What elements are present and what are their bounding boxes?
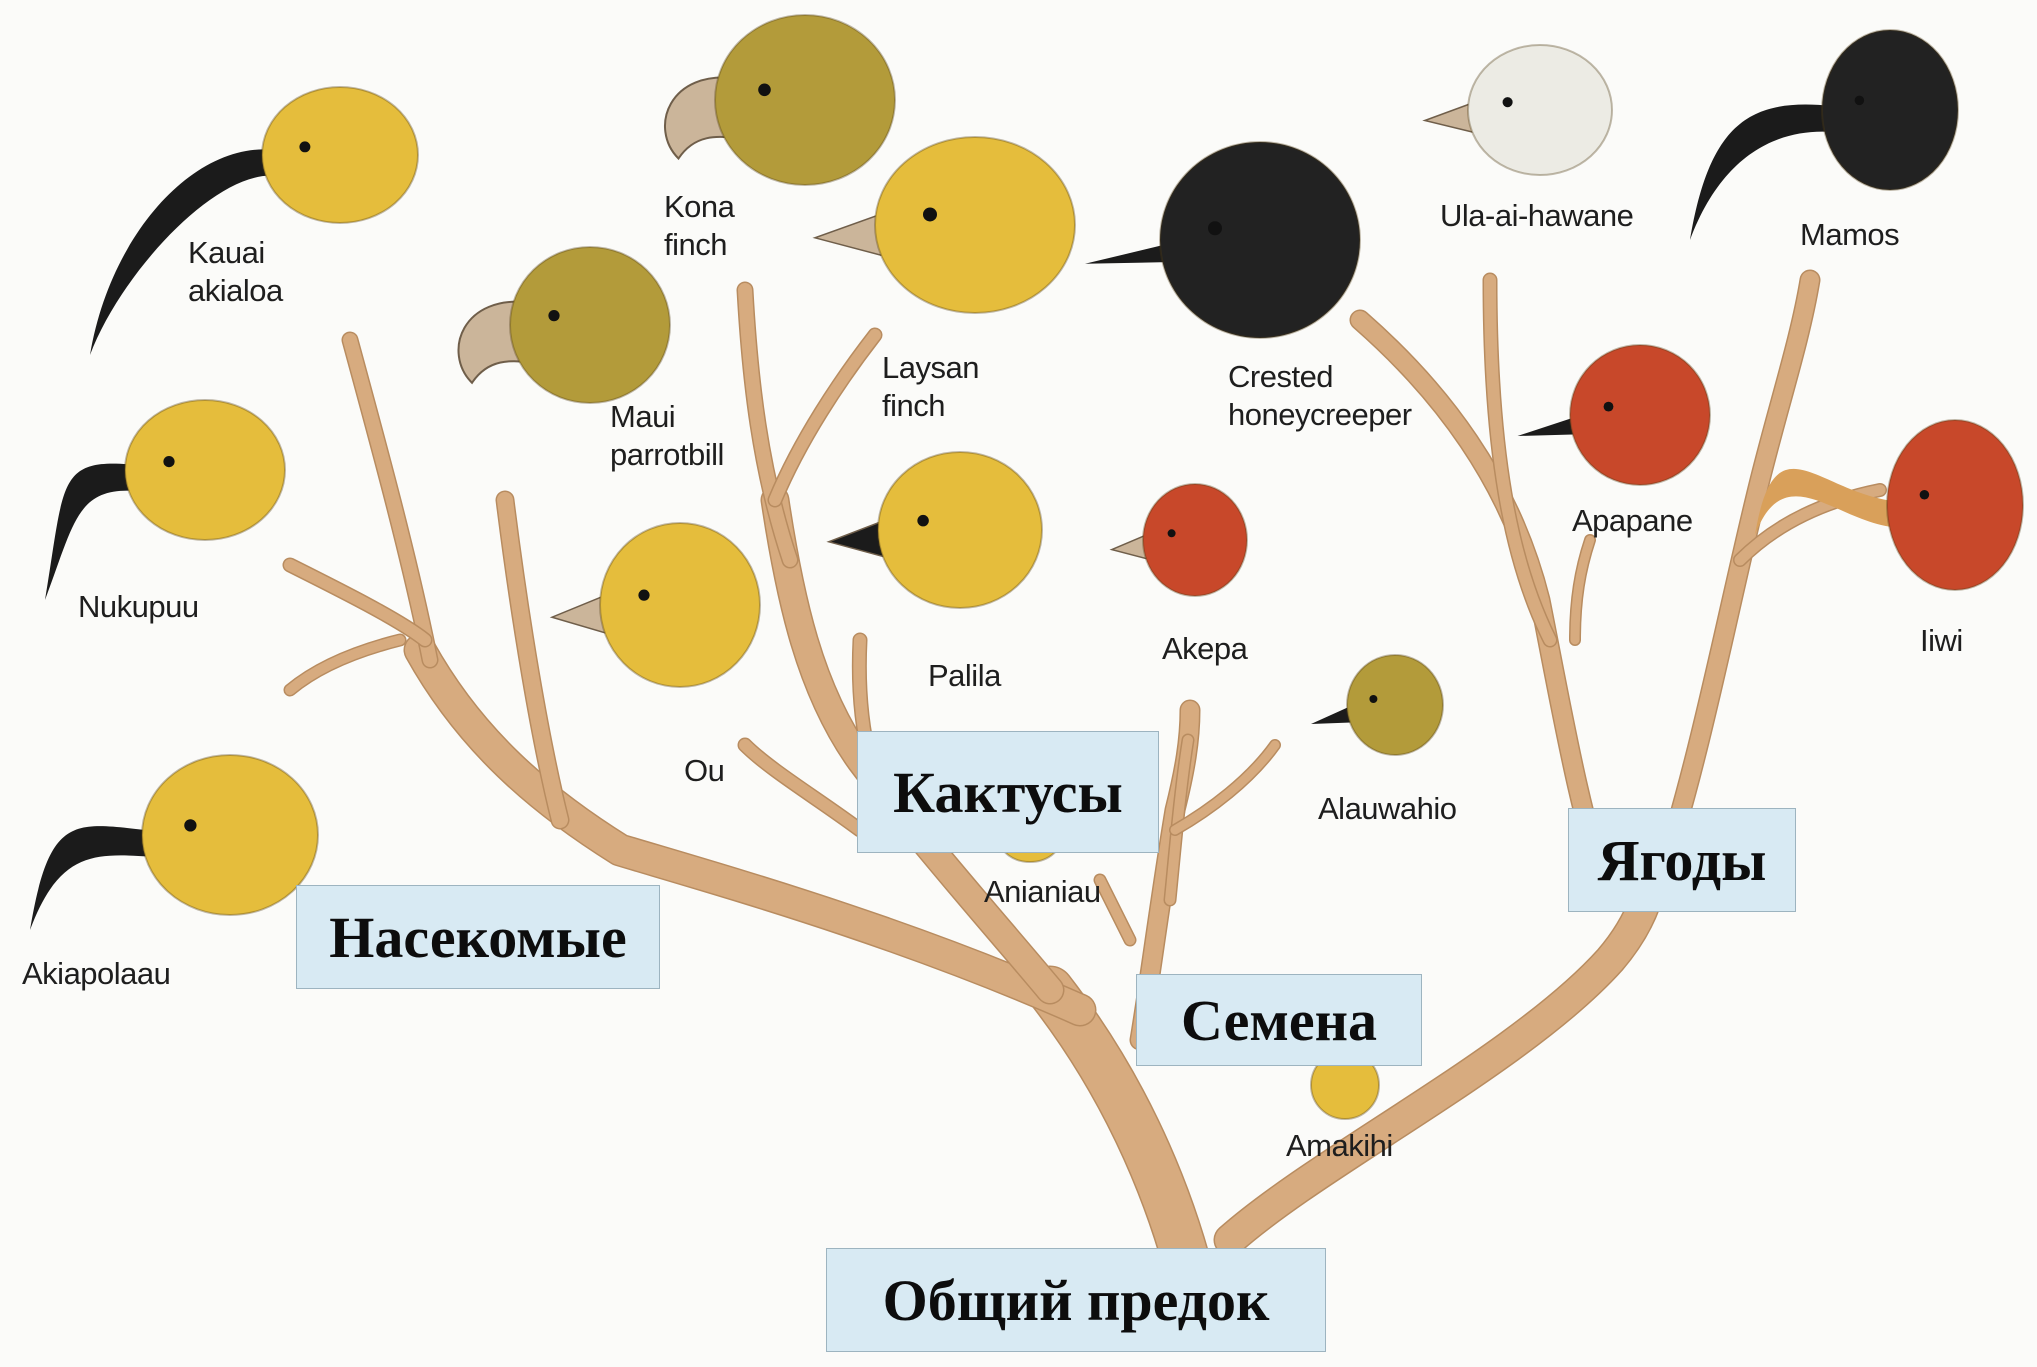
palila-face [878,452,1042,608]
mamos-face [1822,30,1958,190]
akepa-eye [1168,529,1176,537]
kona-finch-eye [758,84,771,97]
maui-parrotbill-head [459,247,671,403]
branch-anianiau [1100,880,1130,940]
box-berries: Ягоды [1568,808,1796,912]
akiapolaau-eye [184,819,196,831]
ula-ai-hawane-head [1425,45,1612,175]
label-alauwahio: Alauwahio [1318,790,1457,828]
akiapolaau-beak [30,826,155,930]
label-nukupuu: Nukupuu [78,588,199,626]
box-insects: Насекомые [296,885,660,989]
akepa-head [1112,484,1247,596]
akiapolaau-face [142,755,318,915]
akiapolaau-head [30,755,318,930]
label-akiapolaau: Akiapolaau [22,955,170,993]
branch-apapane [1575,540,1590,640]
nukupuu-eye [163,456,174,467]
label-akepa: Akepa [1162,630,1247,668]
kauai-akialoa-face [262,87,418,223]
kauai-akialoa-head [90,87,418,355]
ula-ai-hawane-face [1468,45,1612,175]
label-mamos: Mamos [1800,216,1899,254]
crested-honeycreeper-eye [1208,221,1222,235]
kauai-akialoa-eye [299,141,310,152]
label-iiwi: Iiwi [1920,622,1963,660]
label-apapane: Apapane [1572,502,1693,540]
branch-insects-akiapolaau [290,640,400,690]
akepa-face [1143,484,1247,596]
iiwi-eye [1920,490,1930,500]
ou-eye [638,590,649,601]
alauwahio-face [1347,655,1443,755]
label-kauai-akialoa: Kauai akialoa [188,234,283,310]
iiwi-face [1887,420,2023,590]
mamos-head [1690,30,1958,240]
label-palila: Palila [928,657,1001,695]
box-common-ancestor: Общий предок [826,1248,1326,1352]
crested-honeycreeper-head [1085,142,1360,338]
label-ou: Ou [684,752,724,790]
maui-parrotbill-eye [548,310,559,321]
box-cacti: Кактусы [857,731,1159,853]
label-amakihi: Amakihi [1286,1127,1393,1165]
laysan-finch-face [875,137,1075,313]
maui-parrotbill-face [510,247,670,403]
box-seeds: Семена [1136,974,1422,1066]
ou-head [552,523,760,687]
iiwi-head [1755,420,2023,590]
label-maui-parrotbill: Maui parrotbill [610,398,724,474]
label-kona-finch: Kona finch [664,188,734,264]
label-ula-ai-hawane: Ula-ai-hawane [1440,197,1633,235]
palila-head [829,452,1042,608]
nukupuu-head [45,400,285,600]
laysan-finch-eye [923,207,937,221]
ou-face [600,523,760,687]
apapane-eye [1604,402,1614,412]
apapane-face [1570,345,1710,485]
mamos-eye [1855,96,1865,106]
apapane-head [1518,345,1711,485]
label-anianiau: Anianiau [984,873,1101,911]
label-crested-honeycreeper: Crested honeycreeper [1228,358,1412,434]
kona-finch-head [665,15,895,185]
ula-ai-hawane-eye [1503,97,1513,107]
label-laysan-finch: Laysan finch [882,349,979,425]
alauwahio-head [1311,655,1443,755]
nukupuu-face [125,400,285,540]
crested-honeycreeper-face [1160,142,1360,338]
nukupuu-beak [45,464,137,600]
kona-finch-face [715,15,895,185]
palila-eye [917,515,928,526]
alauwahio-eye [1369,695,1377,703]
